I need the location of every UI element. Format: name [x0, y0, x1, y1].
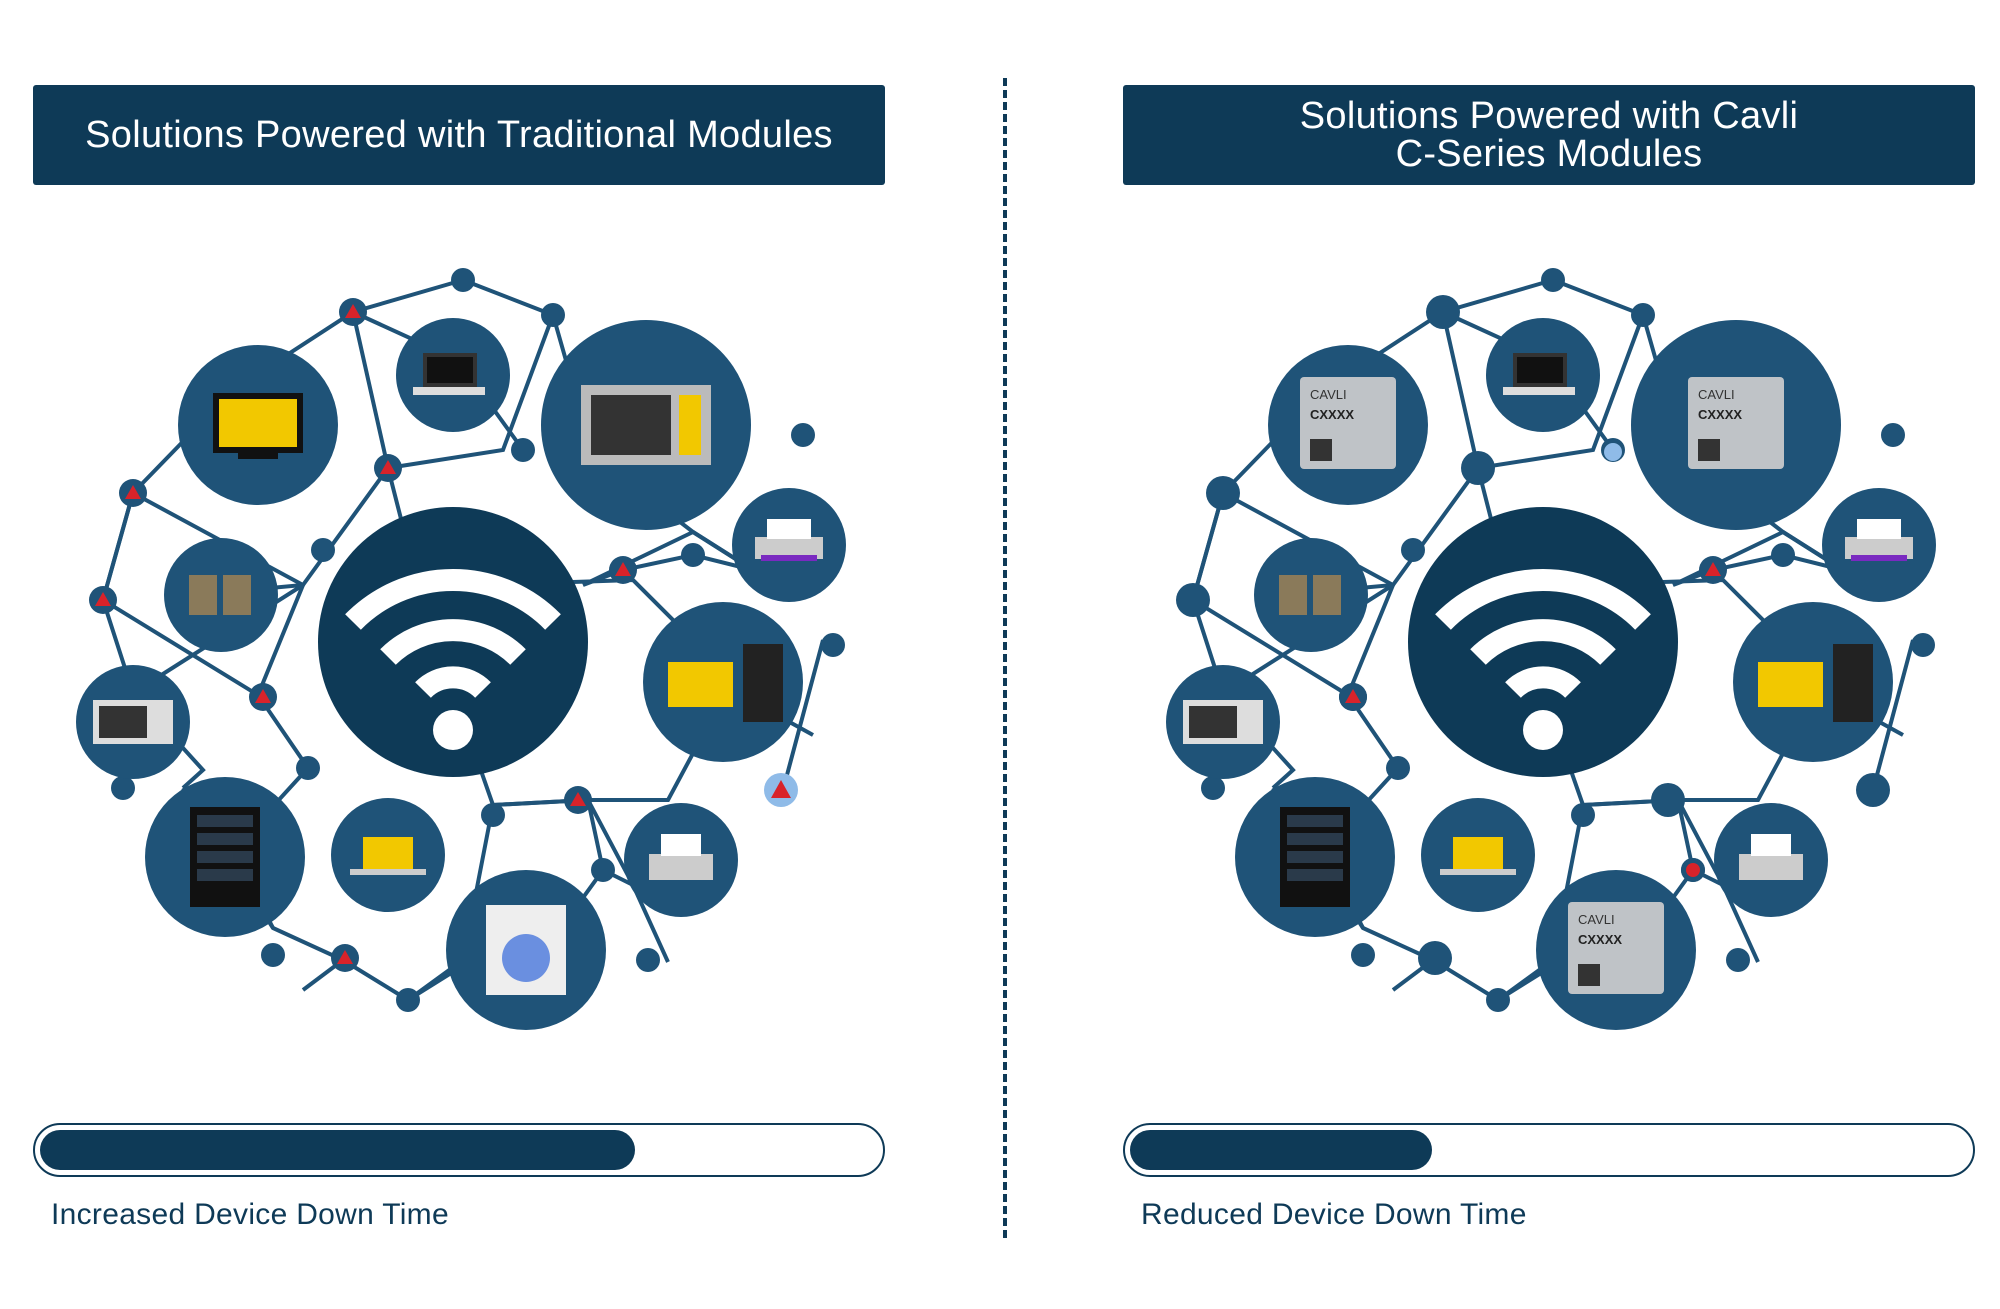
- traditional-caption: Increased Device Down Time: [51, 1198, 449, 1231]
- panel-divider: [1003, 78, 1007, 1238]
- svg-text:CAVLI: CAVLI: [1310, 387, 1347, 402]
- cavli-module-node-2: CAVLI CXXXX: [1631, 320, 1841, 530]
- svg-text:CAVLI: CAVLI: [1578, 912, 1615, 927]
- network-junctions: [111, 268, 845, 1012]
- downtime-bar-fill-cavli: [1130, 1130, 1432, 1170]
- printer-small-node: [624, 803, 738, 917]
- cavli-device-network: CAVLI CXXXX CAVLI CXXXX CAVLI CXXXX: [1166, 268, 1936, 1030]
- cavli-module-node-3: CAVLI CXXXX: [1536, 870, 1696, 1030]
- laptop-node: [1486, 318, 1600, 432]
- washing-machine-node: [446, 870, 606, 1030]
- cavli-caption: Reduced Device Down Time: [1141, 1198, 1527, 1231]
- cavli-header-line-1: Solutions Powered with Cavli: [1299, 95, 1799, 137]
- speakers-node: [164, 538, 278, 652]
- cavli-module-node-1: CAVLI CXXXX: [1268, 345, 1428, 505]
- downtime-bar-fill-traditional: [40, 1130, 635, 1170]
- laptop-node: [396, 318, 510, 432]
- downtime-bar-cavli: [1123, 1123, 1975, 1177]
- desktop-pc-node: [1733, 602, 1893, 762]
- laptop-yellow-node: [1421, 798, 1535, 912]
- server-rack-node: [145, 777, 305, 937]
- traditional-panel-header: Solutions Powered with Traditional Modul…: [33, 85, 885, 185]
- svg-text:CXXXX: CXXXX: [1578, 932, 1622, 947]
- warning-alerts: [89, 298, 798, 972]
- desktop-pc-node: [643, 602, 803, 762]
- microwave-node: [541, 320, 751, 530]
- printer-node: [732, 488, 846, 602]
- laptop-yellow-node: [331, 798, 445, 912]
- traditional-header-text: Solutions Powered with Traditional Modul…: [85, 114, 833, 156]
- cavli-panel-header: Solutions Powered with Cavli C-Series Mo…: [1123, 85, 1975, 185]
- svg-text:CAVLI: CAVLI: [1698, 387, 1735, 402]
- server-rack-node: [1235, 777, 1395, 937]
- speakers-node: [1254, 538, 1368, 652]
- wifi-hub: [1408, 507, 1678, 777]
- printer-small-node: [1714, 803, 1828, 917]
- tv-node: [178, 345, 338, 505]
- traditional-device-network: [76, 268, 846, 1030]
- oven-node: [76, 665, 190, 779]
- traditional-modules-panel: Solutions Powered with Traditional Modul…: [33, 0, 893, 1309]
- device-nodes: [76, 318, 846, 1030]
- warning-alerts: [1339, 556, 1727, 882]
- device-nodes: CAVLI CXXXX CAVLI CXXXX CAVLI CXXXX: [1166, 318, 1936, 1030]
- printer-node: [1822, 488, 1936, 602]
- oven-node: [1166, 665, 1280, 779]
- svg-text:CXXXX: CXXXX: [1698, 407, 1742, 422]
- cavli-modules-panel: Solutions Powered with Cavli C-Series Mo…: [1123, 0, 1983, 1309]
- svg-text:CXXXX: CXXXX: [1310, 407, 1354, 422]
- cavli-header-line-2: C-Series Modules: [1395, 133, 1703, 175]
- wifi-hub: [318, 507, 588, 777]
- downtime-bar-traditional: [33, 1123, 885, 1177]
